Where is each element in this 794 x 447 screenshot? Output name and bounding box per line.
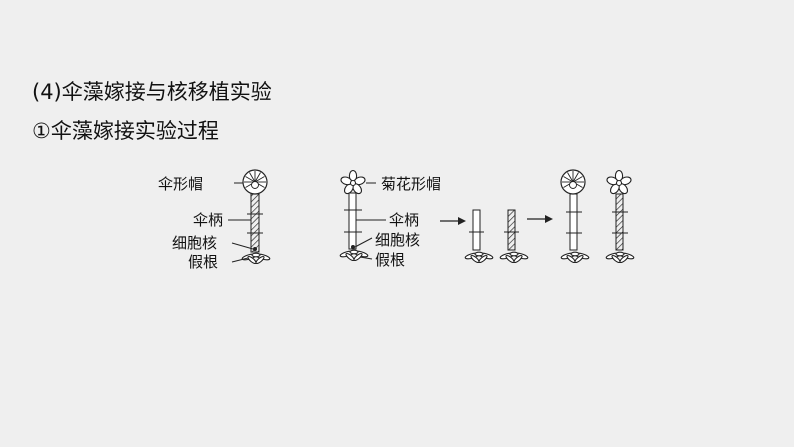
left-leader-lines	[228, 182, 254, 263]
arrow-right-icon	[527, 215, 553, 223]
label-left-stalk: 伞柄	[193, 211, 223, 229]
label-left-nucleus: 细胞核	[172, 234, 217, 252]
label-right-nucleus: 细胞核	[375, 231, 420, 249]
label-right-rhizoid: 假根	[375, 251, 405, 269]
grafted-hatched-segment	[499, 209, 529, 265]
section-subtitle: ①伞藻嫁接实验过程	[32, 119, 219, 143]
chrysanthemum-plant	[339, 169, 369, 263]
umbrella-plant	[241, 169, 271, 266]
right-leader-lines	[354, 182, 386, 260]
section-title: (4)伞藻嫁接与核移植实验	[32, 80, 272, 104]
label-left-rhizoid: 假根	[188, 253, 218, 271]
label-umbrella-cap: 伞形帽	[158, 175, 203, 193]
label-right-stalk: 伞柄	[389, 211, 419, 229]
grafted-white-segment	[464, 209, 494, 265]
result-umbrella-plant	[560, 169, 590, 265]
arrow-right-icon	[440, 217, 466, 225]
label-chrysanthemum-cap: 菊花形帽	[381, 175, 441, 193]
result-chrysanthemum-plant	[605, 169, 635, 265]
